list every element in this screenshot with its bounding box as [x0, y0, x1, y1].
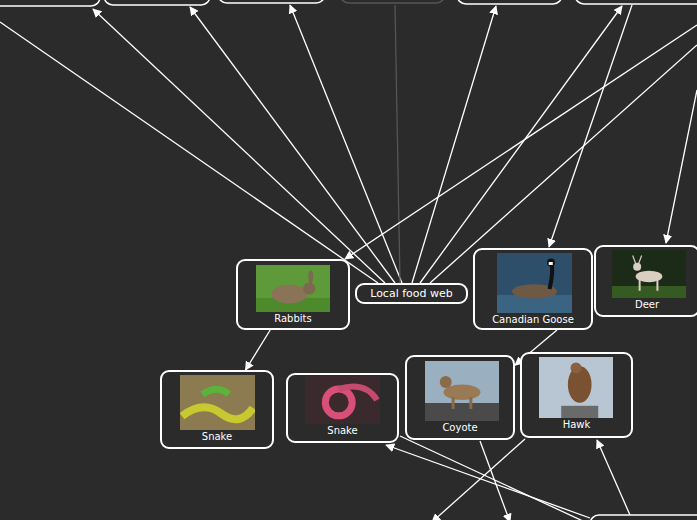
animal-photo — [180, 375, 255, 430]
node-label: Snake — [162, 431, 272, 443]
animal-box: Snake — [160, 370, 274, 449]
node-label: Snake — [288, 425, 397, 437]
food-link — [246, 330, 271, 370]
animal-box: Rabbits — [236, 259, 350, 330]
animal-box: Hawk — [520, 352, 633, 438]
animal-box: Canadian Goose — [473, 248, 593, 330]
animal-box: Snake — [286, 373, 399, 443]
animal-photo — [256, 265, 330, 312]
node-label: Canadian Goose — [475, 314, 591, 326]
node-label: Deer — [596, 299, 697, 311]
node-label: Rabbits — [238, 313, 348, 325]
node-label: Local food web — [357, 288, 466, 300]
topic-box: Local food web — [355, 283, 468, 304]
animal-box: Deer — [594, 245, 697, 317]
node-label: Hawk — [522, 419, 631, 431]
animal-photo — [497, 253, 572, 313]
animal-photo — [612, 250, 686, 298]
animal-photo — [425, 361, 499, 421]
node-label: Coyote — [407, 422, 513, 434]
animal-photo — [305, 376, 380, 424]
offscreen-connectors — [0, 5, 697, 520]
animal-photo — [539, 357, 613, 418]
animal-box: Coyote — [405, 355, 515, 440]
